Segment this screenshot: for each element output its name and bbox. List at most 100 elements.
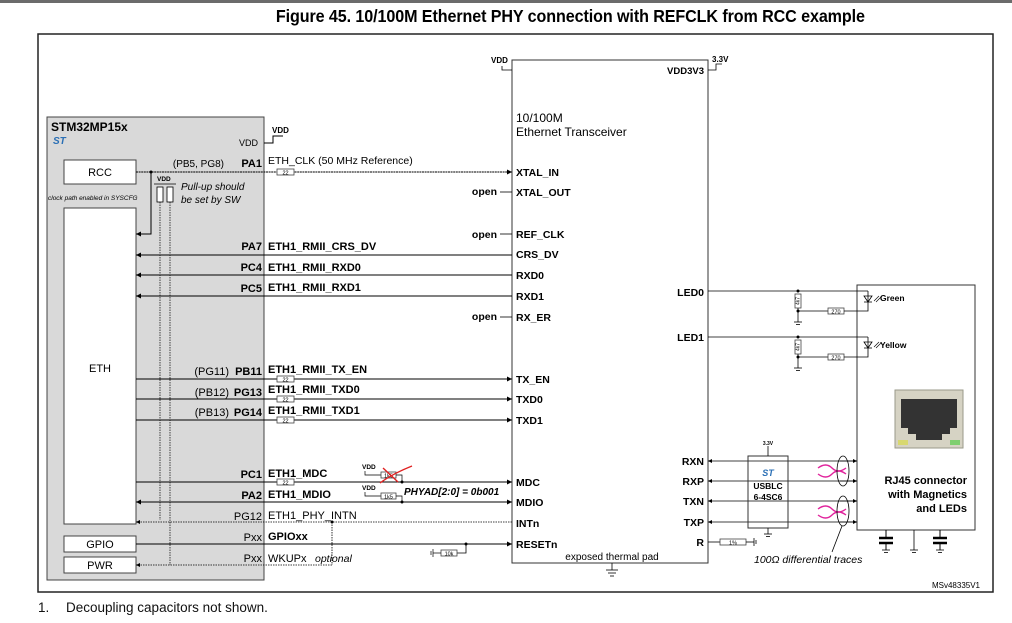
reset-resistor-value: 10k xyxy=(445,551,454,557)
led1-shunt-value: 4k7 xyxy=(796,343,802,351)
phy-right-pins: LED0 LED1 RXN RXP TXN TXP R xyxy=(677,287,704,549)
phy-name-1: 10/100M xyxy=(516,111,563,125)
pin-rxp: RXP xyxy=(682,476,704,488)
pa2-pin: PA2 xyxy=(241,490,262,502)
mcu-block: STM32MP15x ST VDD VDD RCC clock path ena… xyxy=(46,116,289,581)
pullup-resistor-1 xyxy=(156,186,164,203)
resistor-pb11 xyxy=(276,375,295,383)
rj45-label-1: RJ45 connector xyxy=(884,475,967,487)
pg14-alt: (PB13) xyxy=(195,407,229,419)
st-logo-icon: ST xyxy=(53,136,67,147)
pg13-pin: PG13 xyxy=(234,387,262,399)
pullup-note-1: Pull-up should xyxy=(181,182,245,193)
pin-mdio: MDIO xyxy=(516,497,543,509)
wkup-optional: optional xyxy=(315,553,352,565)
net-txd0: ETH1_RMII_TXD0 xyxy=(268,384,360,396)
rcc-block xyxy=(63,159,137,185)
pullup-resistor-2 xyxy=(166,186,174,203)
pg12-pin: PG12 xyxy=(234,511,262,523)
open-pins: open open open xyxy=(472,186,512,323)
mdio-strap: VDD 1k5 VDD 1k5 PHYAD[2:0] = 0b001 xyxy=(362,464,500,504)
pin-mdc: MDC xyxy=(516,477,540,489)
led1-color: Yellow xyxy=(880,340,907,350)
pin-rxd0: RXD0 xyxy=(516,270,544,282)
resistor-pc1-value: 22 xyxy=(282,480,288,486)
svg-text:ST: ST xyxy=(53,136,67,147)
rj45-capacitors xyxy=(879,530,947,553)
pg14-pin: PG14 xyxy=(234,407,263,419)
diff-pairs: 3.3V ST USBLC 6-4SC6 100Ω differential t… xyxy=(708,441,863,566)
net-mdio: ETH1_MDIO xyxy=(268,489,331,501)
led1-series-value: 270 xyxy=(831,355,840,361)
pin-txd1: TXD1 xyxy=(516,415,543,427)
led-green-icon xyxy=(863,295,882,303)
pc1-pin: PC1 xyxy=(241,469,262,481)
pin-rxn: RXN xyxy=(682,456,704,468)
pin-tx-en: TX_EN xyxy=(516,374,550,386)
pin-xtal-in: XTAL_IN xyxy=(516,167,559,179)
pin-led0: LED0 xyxy=(677,287,704,299)
net-rxd1: ETH1_RMII_RXD1 xyxy=(268,282,361,294)
mdio-vdd: VDD xyxy=(362,485,376,492)
r-resistor-value: 1% xyxy=(729,540,737,546)
pullup-note-2: be set by SW xyxy=(181,195,242,206)
pa1-alt: (PB5, PG8) xyxy=(173,159,224,170)
rj45-jack-icon xyxy=(894,389,964,449)
resistor-pb11-value: 22 xyxy=(282,377,288,383)
rj45-label-3: and LEDs xyxy=(916,503,967,515)
figure-ref-id: MSv48335V1 xyxy=(932,581,981,590)
mcu-pin-labels: (PB5, PG8) PA1 PA7 PC4 PC5 (PG11) PB11 (… xyxy=(173,158,263,565)
resistor-pg14 xyxy=(276,416,295,424)
net-crs-dv: ETH1_RMII_CRS_DV xyxy=(268,241,377,253)
reset-pulldown: 10k xyxy=(430,549,458,557)
cross-out-mark xyxy=(379,465,413,484)
eth-block xyxy=(63,207,137,525)
mdc-resistor-value: 1k5 xyxy=(384,473,393,479)
gpio-label: GPIO xyxy=(86,539,114,551)
pin-xtal-out: XTAL_OUT xyxy=(516,187,571,199)
led0-shunt-value: 4k7 xyxy=(796,297,802,305)
rj45-label-2: with Magnetics xyxy=(887,489,967,501)
phy-name-2: Ethernet Transceiver xyxy=(516,125,627,139)
phyad-label: PHYAD[2:0] = 0b001 xyxy=(404,487,500,498)
mcu-vdd-supply: VDD xyxy=(272,126,289,135)
pb11-alt: (PG11) xyxy=(194,366,229,378)
mcu-vdd-pin: VDD xyxy=(239,138,259,148)
net-labels: ETH_CLK (50 MHz Reference) ETH1_RMII_CRS… xyxy=(268,155,413,565)
esd-part-1: USBLC xyxy=(753,481,782,491)
resistor-pg13 xyxy=(276,395,295,403)
clock-path-note: clock path enabled in SYSCFG xyxy=(48,195,138,202)
mcu-name: STM32MP15x xyxy=(51,120,128,134)
net-rxd0: ETH1_RMII_RXD0 xyxy=(268,262,361,274)
rcc-label: RCC xyxy=(88,167,112,179)
net-eth-clk: ETH_CLK (50 MHz Reference) xyxy=(268,155,413,167)
diff-traces-note: 100Ω differential traces xyxy=(754,554,863,566)
footnote-number: 1. xyxy=(38,600,50,615)
pullup-vdd: VDD xyxy=(157,176,171,183)
pxx-wkup-pin: Pxx xyxy=(244,553,263,565)
resistor-pa1-value: 22 xyxy=(282,170,288,176)
pin-txd0: TXD0 xyxy=(516,394,543,406)
page-top-rule xyxy=(0,0,1012,3)
pc4-pin: PC4 xyxy=(241,262,263,274)
mdio-resistor-value: 1k5 xyxy=(384,494,393,500)
eth-label: ETH xyxy=(89,363,111,375)
pin-rx-er: RX_ER xyxy=(516,312,551,324)
signal-lines xyxy=(136,169,512,567)
led-yellow-icon xyxy=(863,341,882,349)
pwr-label: PWR xyxy=(87,560,113,572)
esd-st-logo-icon: ST xyxy=(762,468,775,478)
figure-frame xyxy=(37,33,994,593)
esd-supply: 3.3V xyxy=(763,441,774,447)
net-mdc: ETH1_MDC xyxy=(268,468,327,480)
resistor-pc1 xyxy=(276,478,295,486)
r-pin-resistor: 1% xyxy=(708,538,757,546)
ground-icon xyxy=(606,563,618,577)
resistor-pg14-value: 22 xyxy=(282,418,288,424)
pin-rxd1: RXD1 xyxy=(516,291,544,303)
open-ref-clk: open xyxy=(472,229,497,241)
phy-left-pins: XTAL_IN XTAL_OUT REF_CLK CRS_DV RXD0 RXD… xyxy=(516,167,571,551)
open-rx-er: open xyxy=(472,311,497,323)
pa7-pin: PA7 xyxy=(241,241,262,253)
pa1-pin: PA1 xyxy=(241,158,262,170)
